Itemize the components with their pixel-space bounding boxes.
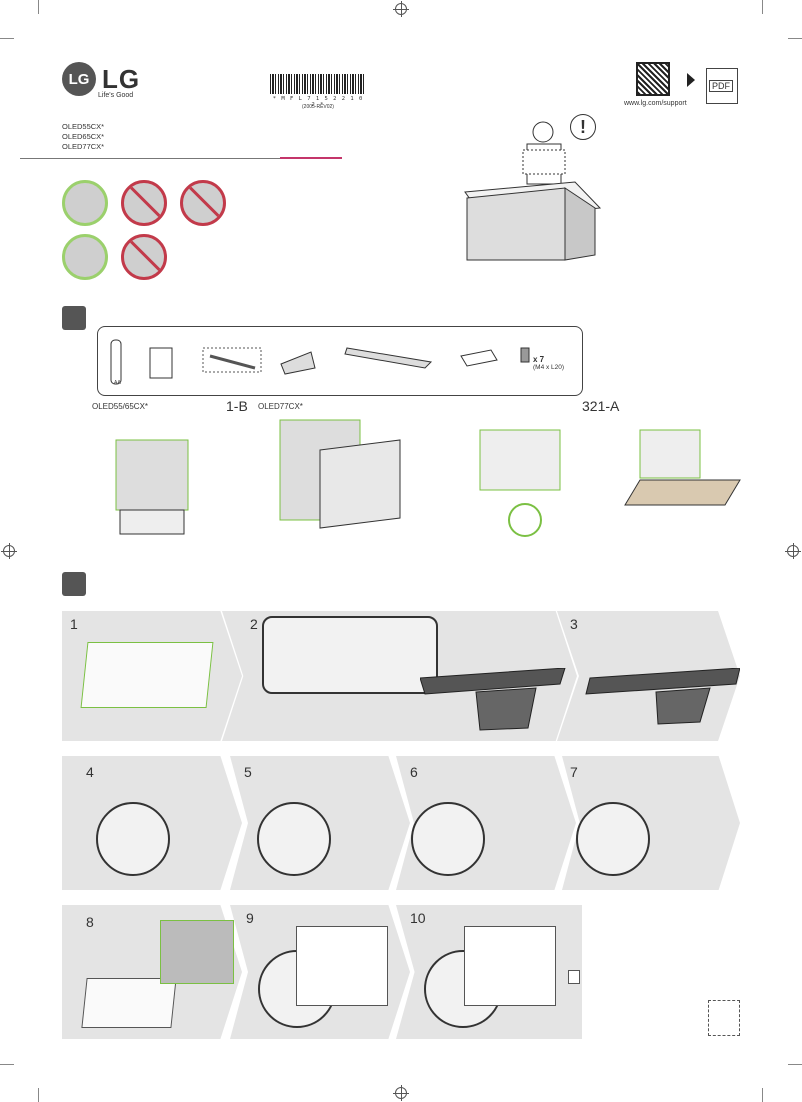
- step-number: 6: [410, 764, 418, 780]
- lg-logo: LG LG: [62, 62, 140, 96]
- crop-mark: [788, 1064, 802, 1065]
- crop-mark: [0, 1064, 14, 1065]
- registration-mark: [785, 543, 801, 559]
- registration-mark: [393, 1, 409, 17]
- step-number: 10: [410, 910, 426, 926]
- tv-upright-back: [296, 926, 388, 1006]
- accessories-panel: [97, 326, 583, 396]
- step-number: 2: [250, 616, 258, 632]
- handling-prohibited-icon: [121, 234, 167, 280]
- header-rule: [20, 158, 342, 159]
- battery-label: AA: [114, 380, 121, 386]
- accessories-section-icon: [62, 306, 86, 330]
- step-number: 7: [570, 764, 578, 780]
- model-list: OLED55CX* OLED65CX* OLED77CX*: [62, 122, 104, 152]
- model-name: OLED65CX*: [62, 132, 105, 141]
- accessories-illustration: [110, 339, 530, 385]
- qr-code[interactable]: [636, 62, 670, 96]
- detail-callout: [262, 616, 438, 694]
- unpacking-step-number: 1-B: [226, 398, 248, 414]
- crop-mark: [788, 38, 802, 39]
- handling-ok-icon: [62, 180, 108, 226]
- registration-mark: [1, 543, 17, 559]
- screw-spec: (M4 x L20): [533, 364, 565, 371]
- model-group-label: OLED55/65CX*: [92, 402, 149, 411]
- step-number: 4: [86, 764, 94, 780]
- crop-mark: [38, 1088, 39, 1102]
- box-lift-illustration: [464, 121, 602, 261]
- screw-count: x 7: [533, 355, 545, 364]
- handling-ok-icon: [62, 234, 108, 280]
- step-number: 8: [86, 914, 94, 930]
- model-group-label: OLED77CX*: [258, 402, 303, 411]
- crop-mark: [762, 1088, 763, 1102]
- page-turn-icon[interactable]: [708, 1000, 740, 1036]
- header-rule-accent: [280, 157, 342, 159]
- handling-prohibited-icon: [180, 180, 226, 226]
- tv-panel-upright: [160, 920, 234, 984]
- crop-mark: [38, 0, 39, 14]
- model-name: OLED77CX*: [62, 142, 105, 151]
- barcode: [270, 74, 366, 94]
- crop-mark: [762, 0, 763, 14]
- tagline: Life's Good: [98, 92, 134, 99]
- step-number: 1: [70, 616, 78, 632]
- play-arrow-icon: [687, 73, 695, 87]
- detail-zoom: [257, 802, 331, 876]
- model-name: OLED55CX*: [62, 122, 105, 131]
- assembly-section-icon: [62, 572, 86, 596]
- barcode-number: * M F L 7 1 5 2 2 1 0 2 *: [272, 96, 364, 108]
- lg-logo-mark: LG: [62, 62, 96, 96]
- unpacking-step-number: 321-A: [582, 398, 620, 414]
- tv-upright-back: [464, 926, 556, 1006]
- handling-prohibited-icon: [121, 180, 167, 226]
- detail-zoom: [576, 802, 650, 876]
- stand-attach-illustration: [420, 668, 740, 731]
- detail-zoom: [411, 802, 485, 876]
- warning-icon: !: [570, 114, 596, 140]
- detail-zoom: [96, 802, 170, 876]
- barcode-revision: (2005-REV02): [302, 104, 334, 110]
- power-outlet-icon: [568, 970, 580, 984]
- crop-mark: [0, 38, 14, 39]
- unpacking-illustration: [115, 419, 741, 537]
- step-number: 9: [246, 910, 254, 926]
- support-url[interactable]: www.lg.com/support: [624, 100, 687, 107]
- lg-logo-text: LG: [102, 63, 141, 94]
- pdf-label: PDF: [709, 80, 733, 92]
- step-number: 5: [244, 764, 252, 780]
- tv-panel-face-down: [81, 978, 177, 1028]
- registration-mark: [393, 1085, 409, 1101]
- tv-panel-face-down: [80, 642, 214, 708]
- step-number: 3: [570, 616, 578, 632]
